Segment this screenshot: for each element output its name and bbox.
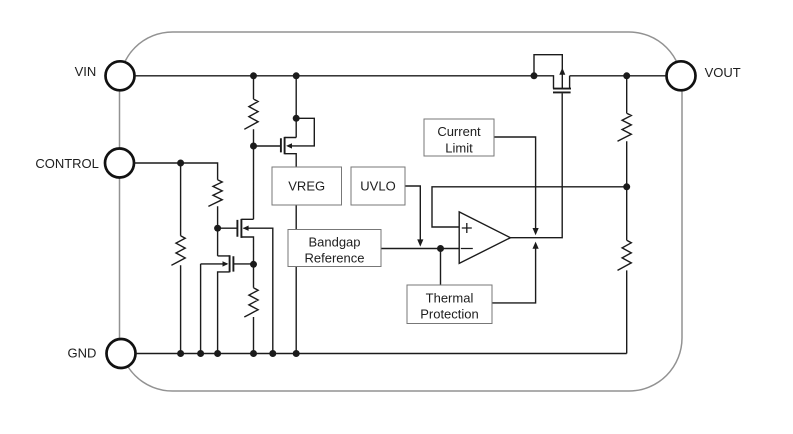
svg-text:VIN: VIN — [75, 64, 97, 79]
svg-text:Current: Current — [437, 124, 481, 139]
svg-text:Reference: Reference — [305, 250, 365, 265]
svg-text:UVLO: UVLO — [360, 179, 395, 194]
svg-text:VOUT: VOUT — [705, 65, 741, 80]
svg-text:CONTROL: CONTROL — [35, 156, 99, 171]
svg-text:VREG: VREG — [288, 179, 325, 194]
svg-text:Protection: Protection — [420, 307, 479, 322]
svg-text:Thermal: Thermal — [426, 290, 474, 305]
svg-text:Limit: Limit — [445, 140, 473, 155]
svg-text:GND: GND — [68, 345, 97, 360]
svg-text:Bandgap: Bandgap — [308, 234, 360, 249]
